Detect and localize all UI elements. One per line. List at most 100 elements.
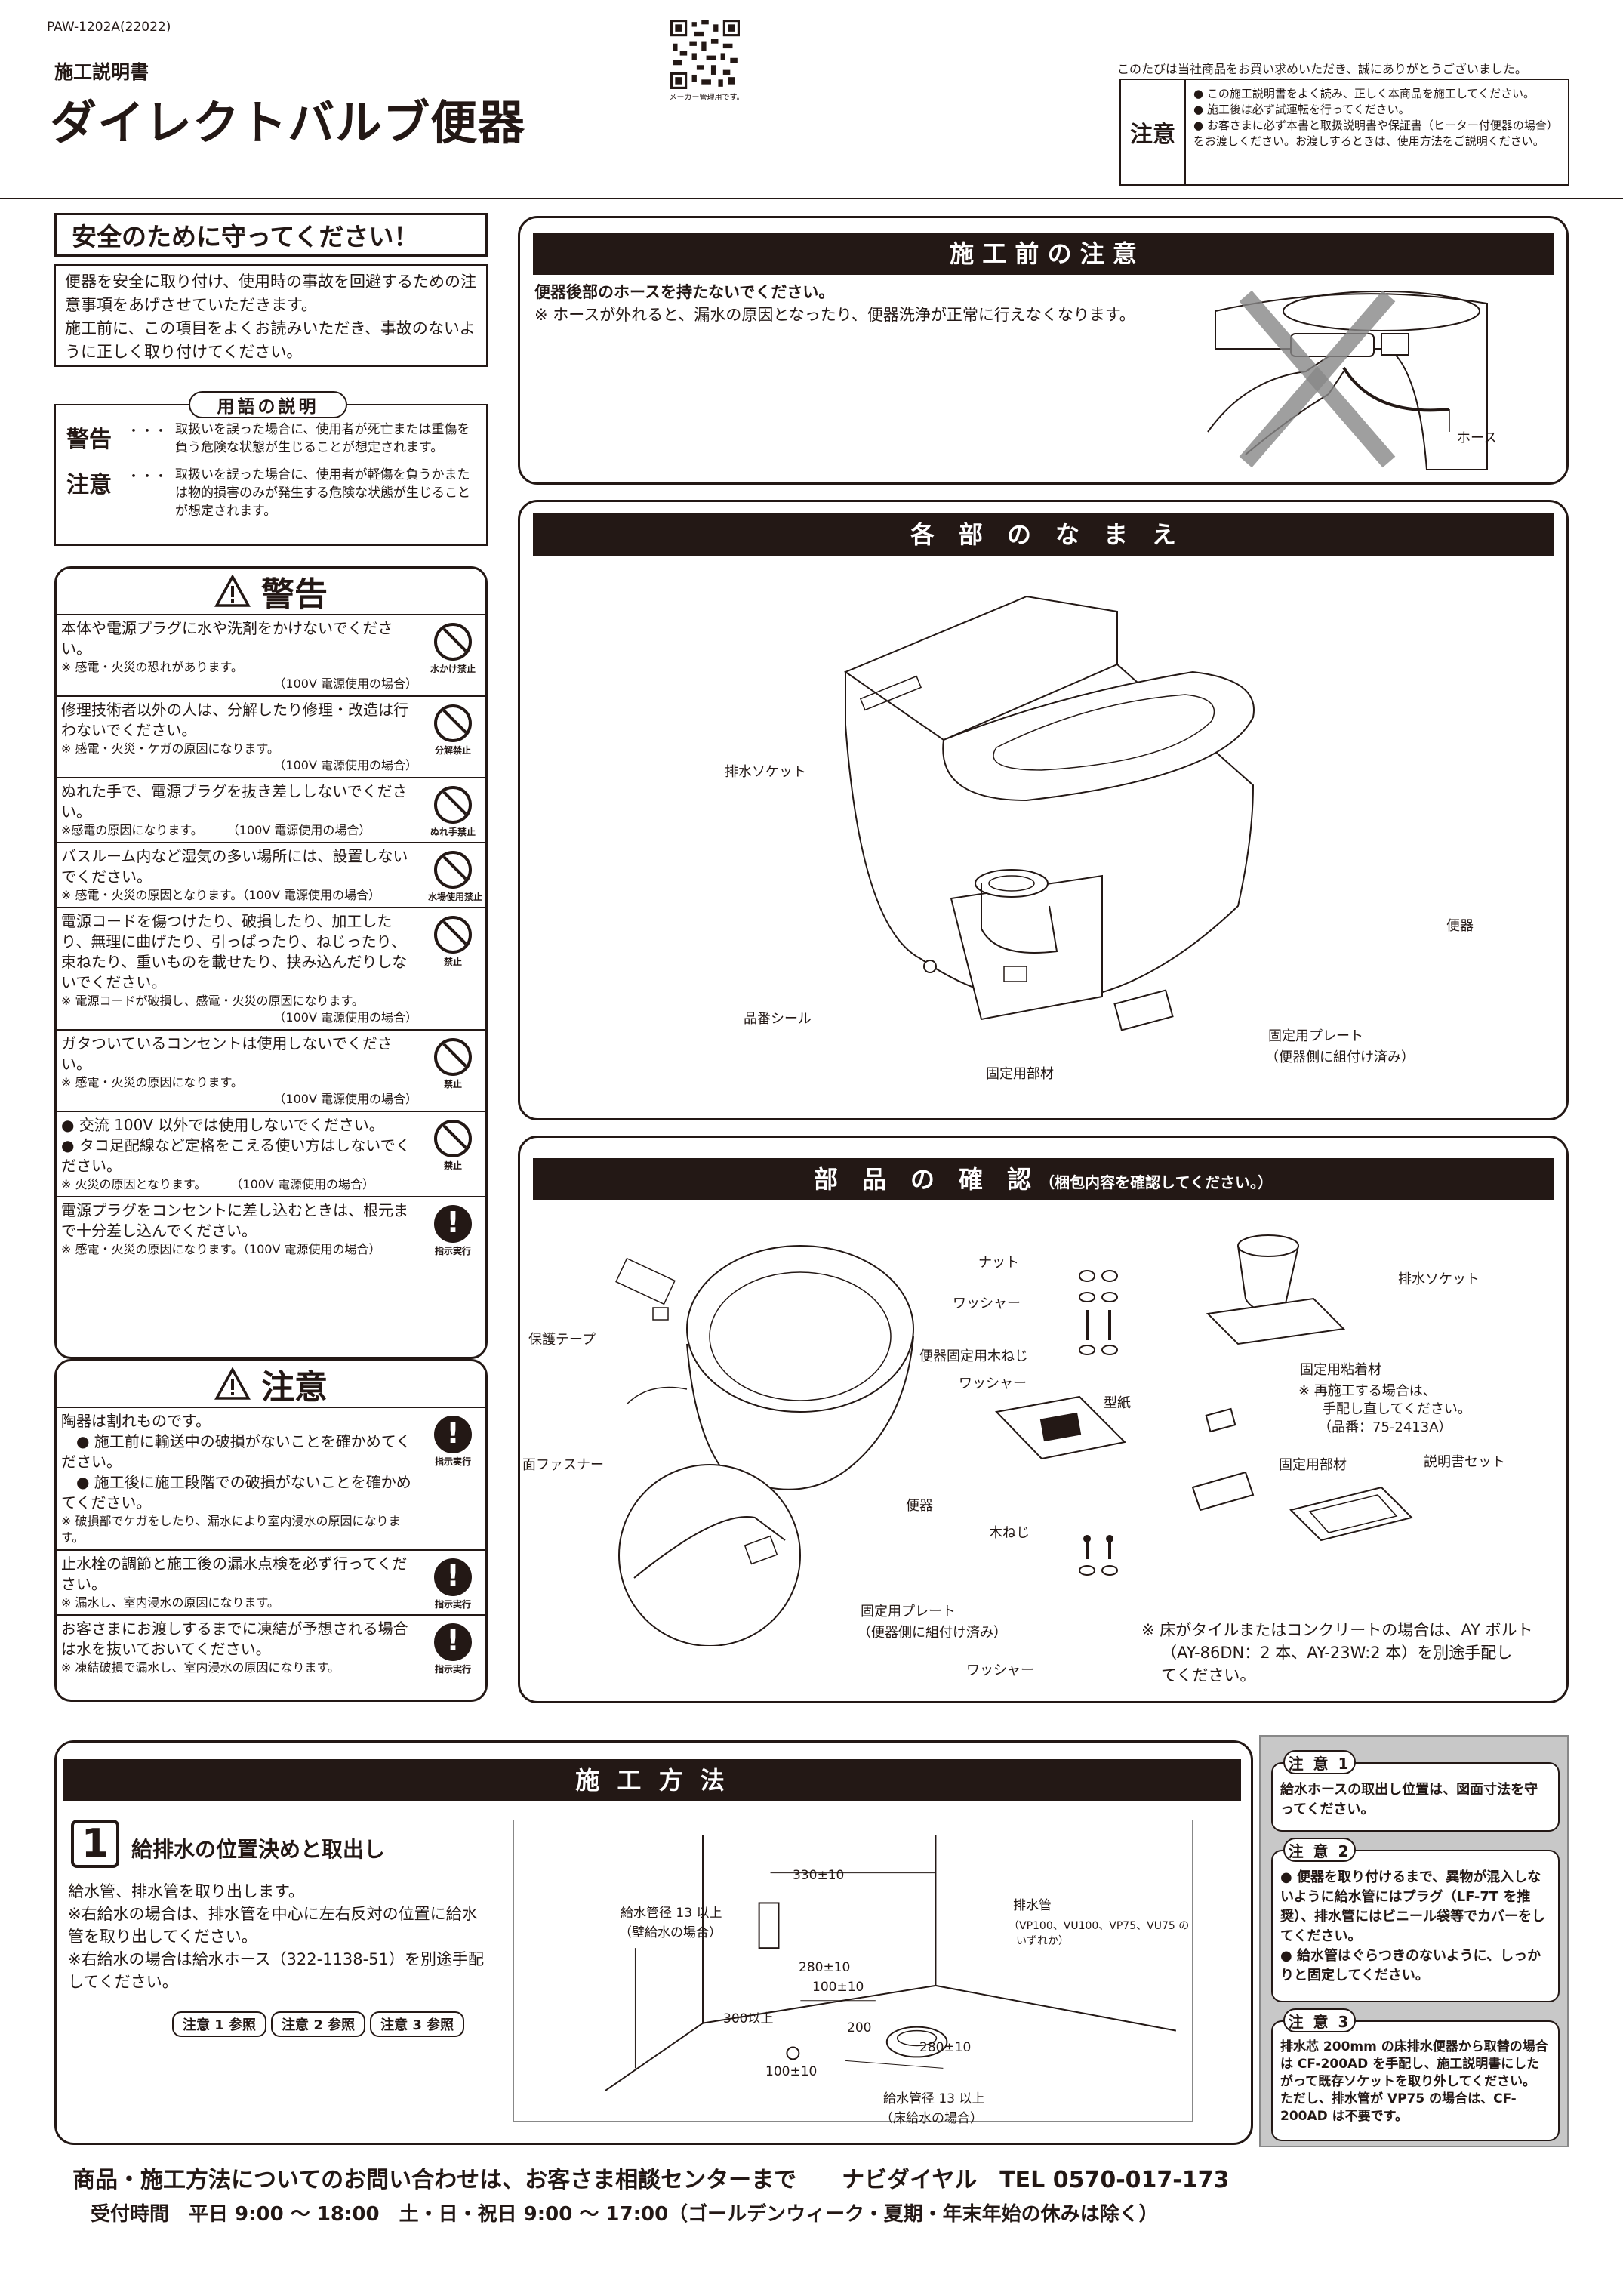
- name-plate: 固定用プレート: [1268, 1028, 1363, 1044]
- notes-column: 給水ホースの取出し位置は、図面寸法を守ってください。 注 意 1 ● 便器を取り…: [1259, 1735, 1569, 2147]
- warning-row: ぬれた手で、電源プラグを抜き差ししないでください。※感電の原因になります。 （1…: [57, 778, 485, 843]
- part-template: 型紙: [1104, 1395, 1131, 1411]
- warning-note: ※ 電源コードが破損し、感電・火災の原因になります。: [61, 994, 364, 1008]
- warning-row: 修理技術者以外の人は、分解したり修理・改造は行わないでください。 ※ 感電・火災・…: [57, 697, 485, 778]
- dim-280-a: 280±10: [799, 1960, 851, 1975]
- note-2: ● 便器を取り付けるまで、異物が混入しないように給水管にはプラグ（LF-7T を…: [1271, 1850, 1560, 2002]
- mandatory-icon: 指示実行: [428, 1416, 478, 1468]
- ref-note-1[interactable]: 注意 1 参照: [172, 2011, 267, 2037]
- terms-box: 警告・・・取扱いを誤った場合に、使用者が死亡または重傷を負う危険な状態が生じるこ…: [54, 404, 488, 546]
- symbol-caption: 禁止: [443, 1079, 462, 1089]
- parts-footnote: ※ 床がタイルまたはコンクリートの場合は、AY ボルト （AY-86DN：2 本…: [1141, 1619, 1533, 1687]
- step-body-line: ※右給水の場合は給水ホース（322-1138-51）を別途手配してください。: [68, 1950, 484, 1991]
- term-key: 注意: [66, 472, 112, 498]
- caution-text: 止水栓の調節と施工後の漏水点検を必ず行ってください。: [61, 1555, 408, 1593]
- warning-scope: （100V 電源使用の場合）: [273, 758, 417, 772]
- part-fixer: 固定用部材: [1279, 1457, 1347, 1473]
- caution-note: ※ 凍結破損で漏水し、室内浸水の原因になります。: [61, 1660, 340, 1675]
- wall-pipe-label: 給水管径 13 以上: [621, 1906, 722, 1921]
- warning-text: 修理技術者以外の人は、分解したり修理・改造は行わないでください。: [61, 701, 408, 739]
- header-notice-box: 注意 この施工説明書をよく読み、正しく本商品を施工してください。 施工後は必ず試…: [1119, 79, 1569, 186]
- note-1-head: 注 意 1: [1283, 1750, 1356, 1774]
- prohibition-icon: 分解禁止: [428, 704, 478, 757]
- contact-line: 商品・施工方法についてのお問い合わせは、お客さま相談センターまで ナビダイヤル …: [72, 2167, 1230, 2193]
- step-body: 給水管、排水管を取り出します。 ※右給水の場合は、排水管を中心に左右反対の位置に…: [68, 1880, 491, 1993]
- note-1-text: 給水ホースの取出し位置は、図面寸法を守ってください。: [1280, 1782, 1538, 1817]
- part-nut: ナット: [978, 1255, 1019, 1271]
- part-reorder-3: （品番：75-2413A）: [1318, 1419, 1452, 1435]
- dim-330: 330±10: [793, 1868, 845, 1883]
- terms-heading: 用語の説明: [189, 391, 347, 418]
- warning-note: ※ 感電・火災の原因となります。（100V 電源使用の場合）: [61, 888, 380, 902]
- method-heading: 施 工 方 法: [63, 1759, 1241, 1801]
- part-washer-1: ワッシャー: [953, 1296, 1021, 1311]
- warning-text: 電源コードを傷つけたり、破損したり、加工したり、無理に曲げたり、引っぱったり、ね…: [61, 912, 408, 991]
- warning-rows: 本体や電源プラグに水や洗剤をかけないでください。※ 感電・火災の恐れがあります。…: [57, 615, 485, 1261]
- dim-100-b: 100±10: [765, 2064, 818, 2079]
- safety-intro-line: 便器を安全に取り付け、使用時の事故を回避するための注意事項をあげさせていただきま…: [65, 273, 476, 314]
- ref-note-3[interactable]: 注意 3 参照: [370, 2011, 465, 2037]
- warning-text: 電源プラグをコンセントに差し込むときは、根元まで十分差し込んでください。: [61, 1201, 408, 1240]
- header-divider: [0, 198, 1623, 199]
- part-reorder-1: ※ 再施工する場合は、: [1298, 1383, 1437, 1399]
- term-caution: 注意・・・取扱いを誤った場合に、使用者が軽傷を負うかまたは物的損害のみが発生する…: [66, 466, 476, 520]
- floor-pipe-label: 給水管径 13 以上: [883, 2091, 985, 2106]
- step-title: 給排水の位置決めと取出し: [131, 1837, 386, 1862]
- mandatory-icon: 指示実行: [428, 1558, 478, 1610]
- warning-text: ぬれた手で、電源プラグを抜き差ししないでください。: [61, 782, 408, 821]
- warning-scope: （100V 電源使用の場合）: [273, 676, 417, 691]
- floor-pipe-note: （床給水の場合）: [880, 2111, 983, 2126]
- part-plate: 固定用プレート: [861, 1604, 956, 1620]
- safety-heading: 安全のために守ってください！: [54, 213, 488, 257]
- hose-label: ホース: [1457, 430, 1498, 446]
- caution-box: 注意 陶器は割れものです。 ● 施工前に輸送中の破損がないことを確かめてください…: [54, 1359, 488, 1702]
- warning-note: ※ 感電・火災・ケガの原因になります。: [61, 741, 279, 756]
- warning-header: 警告: [57, 569, 485, 615]
- warning-note: ※ 感電・火災の原因になります。: [61, 1075, 243, 1089]
- warning-title: 警告: [261, 575, 328, 614]
- symbol-caption: 指示実行: [434, 1246, 471, 1256]
- socket-parts-illustration: [1191, 1234, 1413, 1542]
- term-key: 警告: [66, 427, 112, 453]
- before-line-1: 便器後部のホースを持たないでください。: [534, 283, 835, 301]
- part-toilet: 便器: [906, 1498, 933, 1514]
- caution-row: 止水栓の調節と施工後の漏水点検を必ず行ってください。※ 漏水し、室内浸水の原因に…: [57, 1551, 485, 1616]
- part-tape: 保護テープ: [528, 1332, 596, 1348]
- ref-note-2[interactable]: 注意 2 参照: [271, 2011, 366, 2037]
- symbol-caption: 水かけ禁止: [430, 664, 476, 674]
- name-plate-note: （便器側に組付け済み）: [1265, 1049, 1415, 1065]
- warning-row: 電源プラグをコンセントに差し込むときは、根元まで十分差し込んでください。 ※ 感電…: [57, 1197, 485, 1261]
- names-panel: [518, 500, 1569, 1120]
- symbol-caption: 指示実行: [434, 1599, 471, 1610]
- symbol-caption: 禁止: [443, 957, 462, 967]
- dim-100-a: 100±10: [812, 1980, 864, 1995]
- names-heading: 各 部 の な ま え: [533, 513, 1554, 556]
- document-id: PAW-1202A(22022): [47, 20, 171, 35]
- parts-footnote-line: ※ 床がタイルまたはコンクリートの場合は、AY ボルト: [1141, 1621, 1533, 1639]
- warning-note: ※ 感電・火災の原因になります。（100V 電源使用の場合）: [61, 1242, 381, 1256]
- symbol-caption: 水場使用禁止: [428, 892, 483, 902]
- parts-heading: 部 品 の 確 認 （梱包内容を確認してください。）: [533, 1158, 1554, 1200]
- prohibition-icon: 水かけ禁止: [428, 623, 478, 675]
- part-adhesive: 固定用粘着材: [1300, 1362, 1381, 1378]
- qr-code-icon[interactable]: [670, 20, 740, 89]
- part-washer-3: ワッシャー: [966, 1663, 1034, 1678]
- warning-row: ● 交流 100V 以外では使用しないでください。 ● タコ足配線など定格をこえ…: [57, 1112, 485, 1197]
- prohibition-icon: 禁止: [428, 916, 478, 968]
- parts-toilet-illustration: [615, 1245, 914, 1646]
- drain-pipe-note: （VP100、VU100、VP75、VU75 の: [1009, 1920, 1190, 1932]
- caution-title: 注意: [261, 1368, 328, 1407]
- small-parts-illustration: [994, 1270, 1127, 1576]
- notice-item: お客さまに必ず本書と取扱説明書や保証書（ヒーター付便器の場合）をお渡しください。…: [1193, 118, 1563, 149]
- symbol-caption: ぬれ手禁止: [430, 827, 476, 837]
- step-number: 1: [71, 1820, 119, 1868]
- caution-text: お客さまにお渡しするまでに凍結が予想される場合は水を抜いておいてください。: [61, 1620, 408, 1658]
- part-reorder-2: 手配し直してください。: [1323, 1401, 1471, 1417]
- caution-row: 陶器は割れものです。 ● 施工前に輸送中の破損がないことを確かめてください。 ●…: [57, 1408, 485, 1551]
- note-2-text: ● 便器を取り付けるまで、異物が混入しないように給水管にはプラグ（LF-7T を…: [1280, 1869, 1545, 1983]
- notice-item: この施工説明書をよく読み、正しく本商品を施工してください。: [1193, 86, 1563, 102]
- caution-header: 注意: [57, 1361, 485, 1408]
- part-screw: 便器固定用木ねじ: [919, 1348, 1028, 1364]
- caution-triangle-icon: [214, 1367, 251, 1400]
- part-plate-note: （便器側に組付け済み）: [858, 1625, 1007, 1641]
